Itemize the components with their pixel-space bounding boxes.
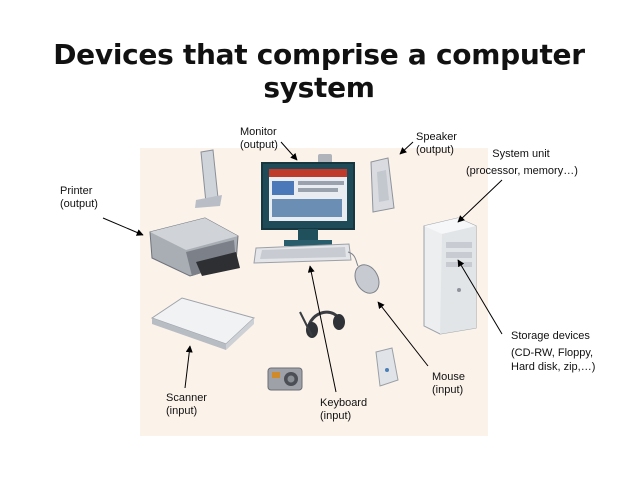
mouse-label: Mouse (input) bbox=[432, 371, 465, 397]
storage-label-line3: Hard disk, zip,…) bbox=[511, 361, 596, 373]
keyboard-label: Keyboard (input) bbox=[320, 397, 367, 423]
speaker-arrow bbox=[399, 141, 414, 155]
headset-image bbox=[299, 310, 345, 338]
monitor-label: Monitor (output) bbox=[240, 126, 278, 152]
camera-image bbox=[267, 367, 303, 391]
scanner-label-role: (input) bbox=[166, 405, 198, 417]
system-unit-label: System unit (processor, memory…) bbox=[466, 148, 578, 178]
storage-arrow bbox=[457, 259, 503, 335]
printer-label-name: Printer bbox=[60, 185, 93, 197]
printer-arrow bbox=[102, 217, 144, 236]
monitor-label-role: (output) bbox=[240, 139, 278, 151]
mouse-label-role: (input) bbox=[432, 384, 464, 396]
system-unit-arrow bbox=[457, 179, 503, 223]
printer-image bbox=[149, 217, 240, 277]
speaker-label: Speaker (output) bbox=[416, 131, 457, 157]
monitor-label-name: Monitor bbox=[240, 126, 277, 138]
speaker-label-name: Speaker bbox=[416, 131, 457, 143]
zip-drive-image bbox=[375, 347, 399, 387]
keyboard-label-role: (input) bbox=[320, 410, 352, 422]
mouse-image bbox=[347, 251, 380, 294]
printer-label: Printer (output) bbox=[60, 185, 98, 211]
keyboard-arrow bbox=[307, 265, 337, 393]
monitor-arrow bbox=[280, 141, 298, 161]
mouse-label-name: Mouse bbox=[432, 371, 466, 383]
system-unit-image bbox=[423, 217, 477, 335]
system-unit-label-role: (processor, memory…) bbox=[466, 165, 578, 177]
scanner-label: Scanner (input) bbox=[166, 392, 207, 418]
slide-title: Devices that comprise a computer system bbox=[53, 38, 585, 104]
left-speaker-image bbox=[195, 149, 222, 208]
keyboard-label-name: Keyboard bbox=[320, 397, 368, 409]
system-unit-label-name: System unit bbox=[492, 148, 550, 160]
keyboard-image bbox=[253, 243, 352, 264]
scanner-arrow bbox=[184, 345, 193, 389]
scanner-image bbox=[150, 297, 255, 350]
storage-label-name: Storage devices bbox=[511, 330, 590, 342]
scanner-label-name: Scanner bbox=[166, 392, 207, 404]
speaker-label-role: (output) bbox=[416, 144, 454, 156]
storage-label: Storage devices (CD-RW, Floppy, Hard dis… bbox=[511, 329, 595, 374]
printer-label-role: (output) bbox=[60, 198, 98, 210]
monitor-image bbox=[261, 154, 355, 246]
right-speaker-image bbox=[370, 157, 395, 213]
storage-label-line2: (CD-RW, Floppy, bbox=[511, 347, 594, 359]
mouse-arrow bbox=[377, 301, 429, 367]
